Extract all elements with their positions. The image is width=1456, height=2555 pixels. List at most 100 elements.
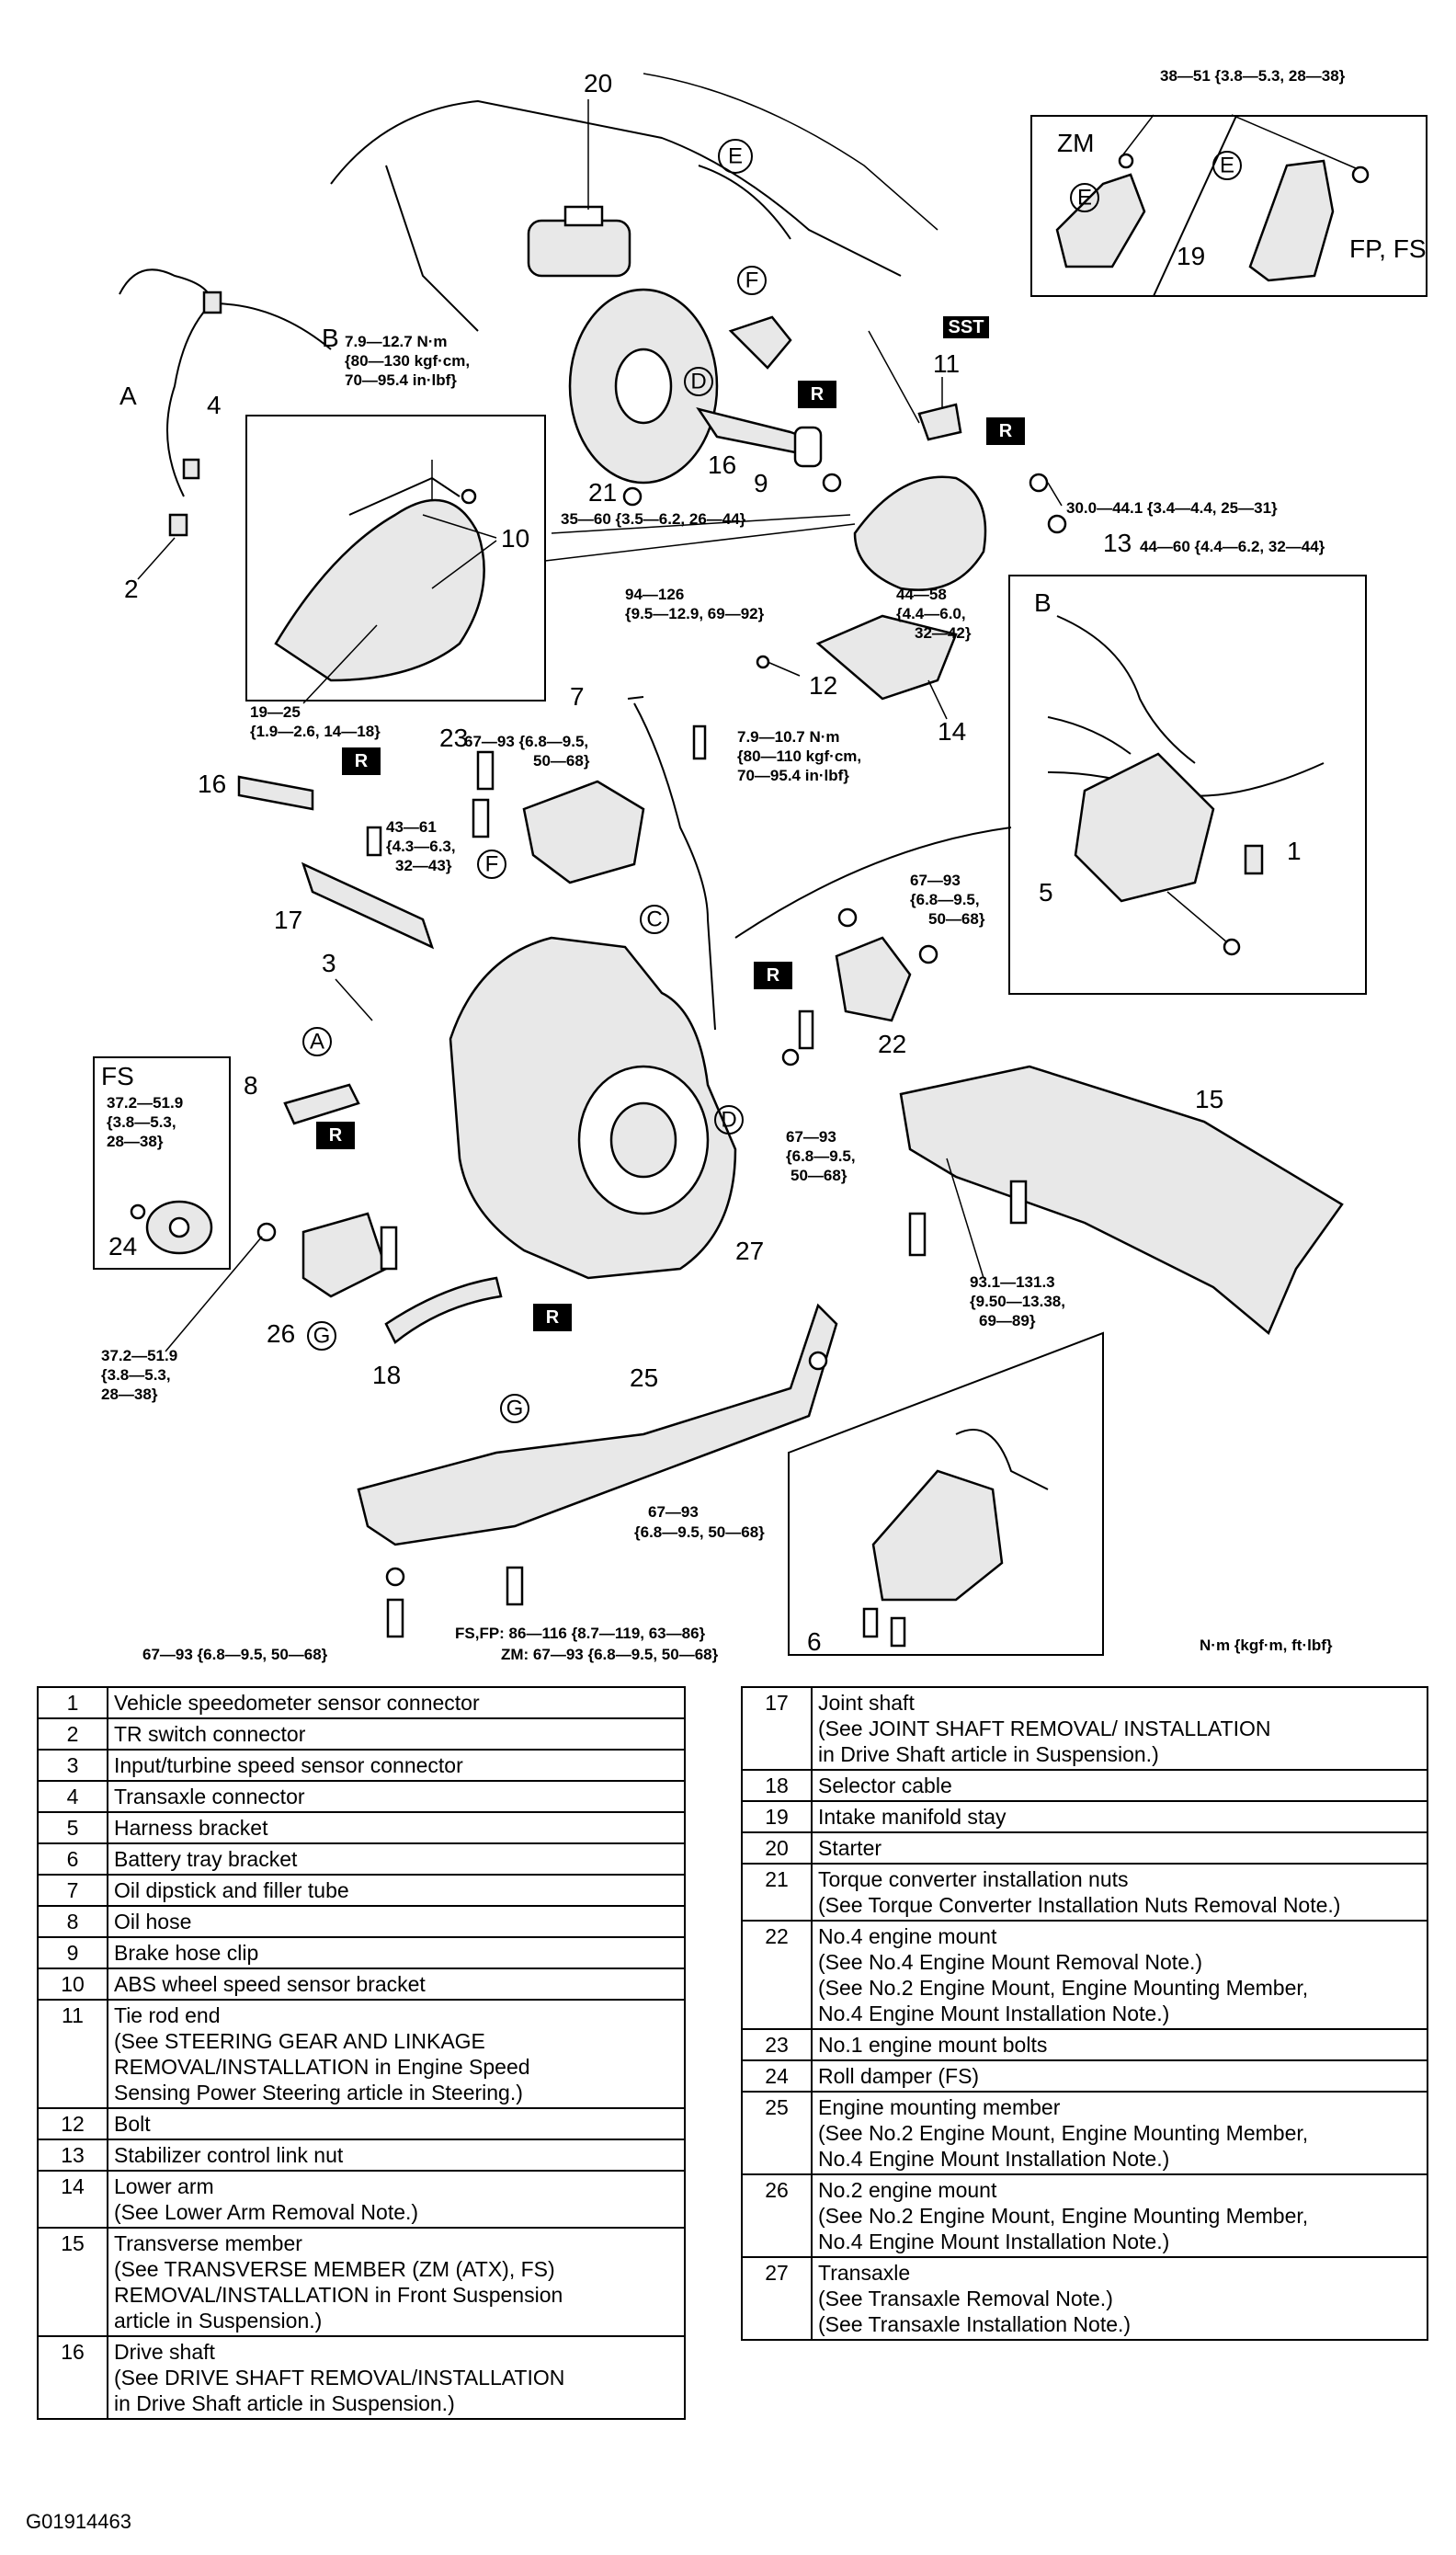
legend-number: 16 [37, 2335, 108, 2420]
callout-17: 17 [274, 906, 302, 934]
legend-description: Intake manifold stay [811, 1800, 1428, 1833]
circle-letter-d [684, 367, 713, 396]
legend-description: No.2 engine mount (See No.2 Engine Mount… [811, 2173, 1428, 2258]
unit-note: N·m {kgf·m, ft·lbf} [1200, 1637, 1333, 1654]
callout-19: 19 [1177, 242, 1205, 270]
legend-description: Joint shaft (See JOINT SHAFT REMOVAL/ IN… [811, 1686, 1428, 1771]
svg-text:G: G [313, 1324, 331, 1349]
svg-text:D: D [690, 370, 706, 394]
svg-text:F: F [485, 852, 499, 877]
svg-text:93.1—131.3: 93.1—131.3 [970, 1273, 1055, 1291]
legend-description: Roll damper (FS) [811, 2059, 1428, 2093]
legend-number: 17 [741, 1686, 813, 1771]
circle-letter-f [737, 266, 767, 295]
bolt-icon [1118, 153, 1134, 169]
circle-letter-d [714, 1105, 744, 1135]
svg-text:R: R [767, 965, 780, 986]
svg-text:67—93: 67—93 [910, 872, 961, 889]
transverse-member-group: 15 93.1—131.3 {9.50—13.38, 69—89} [899, 1065, 1344, 1336]
legend-number: 21 [741, 1863, 813, 1922]
svg-text:67—93: 67—93 [786, 1128, 836, 1146]
callout-16: 16 [708, 451, 736, 479]
legend-description: No.4 engine mount (See No.4 Engine Mount… [811, 1920, 1428, 2030]
svg-text:{1.9—2.6, 14—18}: {1.9—2.6, 14—18} [250, 723, 381, 740]
svg-text:E: E [728, 144, 743, 169]
letter-a: A [119, 382, 137, 410]
svg-text:37.2—51.9: 37.2—51.9 [101, 1347, 177, 1364]
r-badge [798, 381, 836, 408]
joint-shaft-shape [301, 861, 435, 950]
svg-text:{3.8—5.3,: {3.8—5.3, [107, 1113, 176, 1131]
legend-number: 14 [37, 2170, 108, 2229]
legend-number: 4 [37, 1780, 108, 1813]
legend-description: Stabilizer control link nut [107, 2139, 686, 2172]
r-badge [533, 1304, 572, 1331]
legend-description: Transaxle connector [107, 1780, 686, 1813]
callout-7: 7 [570, 682, 585, 711]
legend-description: Selector cable [811, 1769, 1428, 1802]
legend-description: Lower arm (See Lower Arm Removal Note.) [107, 2170, 686, 2229]
inset-battery-tray-bracket: 6 [788, 1331, 1104, 1656]
legend-number: 10 [37, 1968, 108, 2001]
legend-number: 12 [37, 2107, 108, 2140]
inset-harness-bracket: B 1 5 [1008, 575, 1367, 995]
svg-text:FS,FP: 86—116 {8.7—119, 63—86}: FS,FP: 86—116 {8.7—119, 63—86} [455, 1625, 706, 1642]
exploded-view-diagram: ZM FP, FS E E 19 38—51 {3.8—5.3, 28—38} … [93, 67, 1428, 1663]
legend-number: 19 [741, 1800, 813, 1833]
legend-description: TR switch connector [107, 1717, 686, 1751]
callout-18: 18 [372, 1361, 401, 1389]
callout-21: 21 [588, 478, 617, 507]
svg-text:{4.4—6.0,: {4.4—6.0, [896, 605, 966, 622]
legend-description: Input/turbine speed sensor connector [107, 1749, 686, 1782]
replace-badges: R R R R R R [316, 381, 1025, 1331]
torque-spec-19: 38—51 {3.8—5.3, 28—38} [1160, 67, 1346, 85]
inset-intake-manifold-stay: ZM FP, FS E E 19 38—51 {3.8—5.3, 28—38} [1030, 67, 1428, 297]
svg-text:ZM: 67—93 {6.8—9.5, 50—68}: ZM: 67—93 {6.8—9.5, 50—68} [501, 1646, 719, 1663]
svg-text:67—93: 67—93 [648, 1503, 699, 1521]
legend-description: Brake hose clip [107, 1936, 686, 1969]
r-badge [316, 1122, 355, 1149]
inset-label-zm: ZM [1057, 129, 1094, 157]
circle-letter-e [1212, 151, 1242, 180]
battery-bracket-shape [871, 1469, 1004, 1602]
callout-8: 8 [244, 1071, 258, 1100]
svg-text:30.0—44.1 {3.4—4.4, 25—31}: 30.0—44.1 {3.4—4.4, 25—31} [1066, 499, 1278, 517]
svg-text:FS: FS [101, 1062, 134, 1090]
legend-number: 24 [741, 2059, 813, 2093]
svg-text:67—93 {6.8—9.5, 50—68}: 67—93 {6.8—9.5, 50—68} [142, 1646, 328, 1663]
circle-letter-a [302, 1027, 332, 1056]
svg-text:28—38}: 28—38} [101, 1386, 158, 1403]
legend-description: Tie rod end (See STEERING GEAR AND LINKA… [107, 1999, 686, 2109]
callout-22: 22 [878, 1030, 906, 1058]
circle-letter-e [1070, 183, 1099, 212]
suspension-group: 16 9 21 35—60 {3.5—6.2, 26—44} SST 11 30… [544, 316, 1325, 746]
svg-text:50—68}: 50—68} [533, 752, 590, 770]
svg-text:37.2—51.9: 37.2—51.9 [107, 1094, 183, 1112]
callout-10: 10 [501, 524, 529, 553]
legend-description: Vehicle speedometer sensor connector [107, 1686, 686, 1719]
svg-text:7.9—10.7 N·m: 7.9—10.7 N·m [737, 728, 840, 746]
legend-number: 7 [37, 1874, 108, 1907]
callout-14: 14 [938, 717, 966, 746]
legend-description: ABS wheel speed sensor bracket [107, 1968, 686, 2001]
circle-letter-g [500, 1394, 529, 1423]
legend-number: 18 [741, 1769, 813, 1802]
engine-mounting-member-group: 25 G 67—93 {6.8—9.5, 50—68} 67—93 {6.8—9… [142, 1303, 838, 1663]
svg-text:70—95.4 in·lbf}: 70—95.4 in·lbf} [345, 371, 457, 389]
inset-roll-damper: FS 37.2—51.9 {3.8—5.3, 28—38} 24 [93, 1056, 231, 1270]
stay-zm-shape [1055, 173, 1146, 268]
legend-number: 6 [37, 1842, 108, 1876]
callout-4: 4 [207, 391, 222, 419]
legend-number: 20 [741, 1831, 813, 1865]
callout-3: 3 [322, 949, 336, 977]
callout-2: 2 [124, 575, 139, 603]
